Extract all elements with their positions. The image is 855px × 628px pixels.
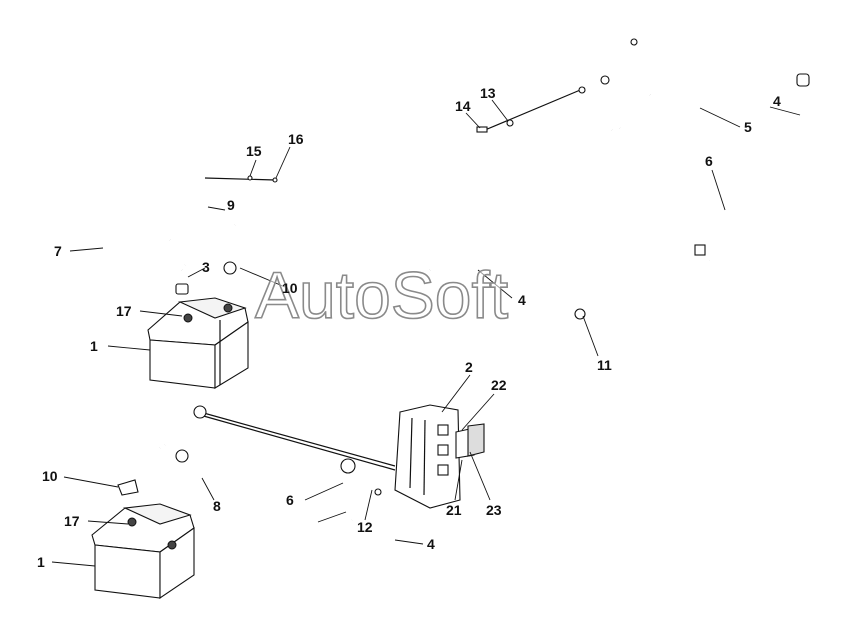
battery-top bbox=[147, 297, 249, 389]
callout-23: 23 bbox=[486, 502, 502, 518]
callout-11: 11 bbox=[597, 357, 612, 373]
watermark-text: AutoSoft bbox=[255, 258, 508, 332]
callout-4-mid: 4 bbox=[518, 292, 526, 308]
callout-9: 9 bbox=[227, 197, 235, 213]
callout-17-bottom: 17 bbox=[64, 513, 80, 529]
callout-2: 2 bbox=[465, 359, 473, 375]
battery-bottom bbox=[91, 503, 195, 600]
callout-17-top: 17 bbox=[116, 303, 132, 319]
callout-5: 5 bbox=[744, 119, 752, 135]
terminal-clamps bbox=[117, 38, 810, 496]
fuse-box bbox=[394, 404, 485, 509]
cable-harness bbox=[100, 41, 826, 581]
leader-lines bbox=[51, 99, 801, 567]
callout-16: 16 bbox=[288, 131, 304, 147]
callout-22: 22 bbox=[491, 377, 507, 393]
callout-10-bottom: 10 bbox=[42, 468, 58, 484]
callout-3: 3 bbox=[202, 259, 210, 275]
callout-1-bottom: 1 bbox=[37, 554, 45, 570]
callout-6-bottom: 6 bbox=[286, 492, 294, 508]
callout-7: 7 bbox=[54, 243, 62, 259]
callout-13: 13 bbox=[480, 85, 496, 101]
callout-4-bottom: 4 bbox=[427, 536, 435, 552]
callout-8: 8 bbox=[213, 498, 221, 514]
callout-12: 12 bbox=[357, 519, 373, 535]
callout-15: 15 bbox=[246, 143, 262, 159]
callout-21: 21 bbox=[446, 502, 462, 518]
callout-labels: 1 1 2 3 4 4 4 5 6 6 7 8 9 10 10 11 12 13… bbox=[37, 85, 781, 570]
callout-14: 14 bbox=[455, 98, 471, 114]
callout-10-top: 10 bbox=[282, 280, 298, 296]
callout-4-right: 4 bbox=[773, 93, 781, 109]
callout-6-right: 6 bbox=[705, 153, 713, 169]
callout-1-top: 1 bbox=[90, 338, 98, 354]
